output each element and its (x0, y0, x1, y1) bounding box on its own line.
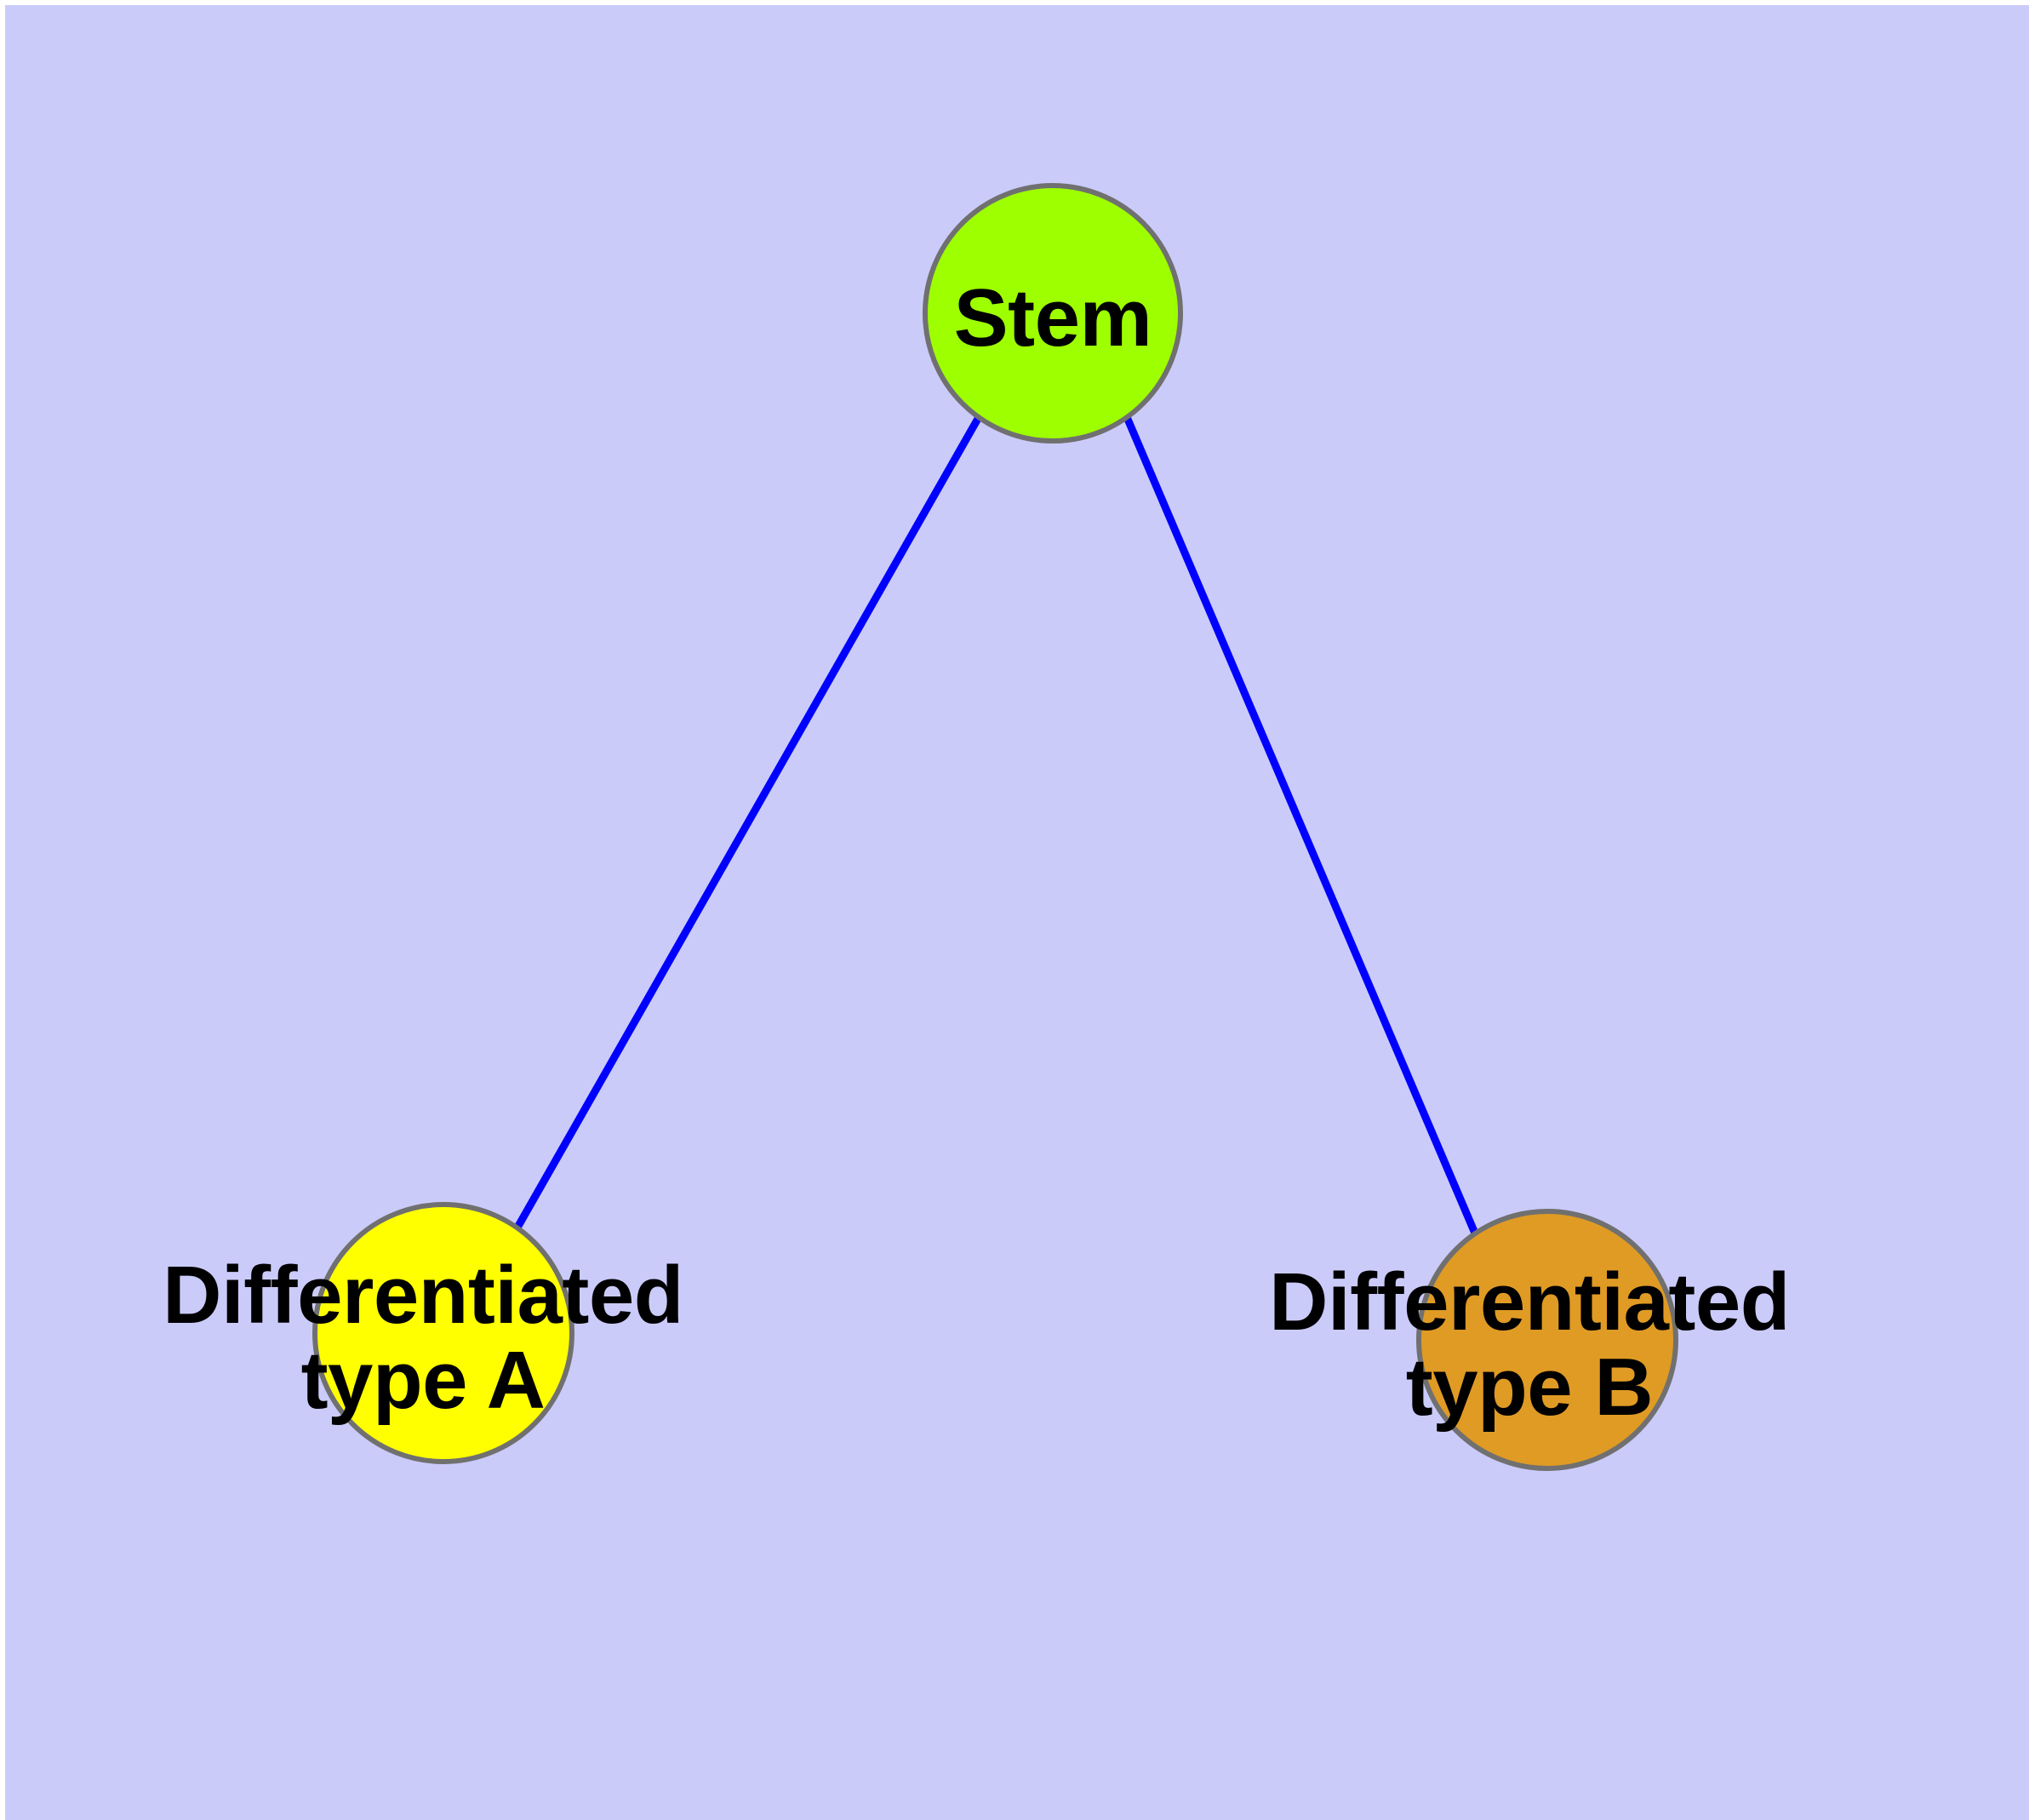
node-layer (312, 183, 1678, 1471)
node-diff-a[interactable] (312, 1202, 574, 1464)
edge-layer (514, 415, 1480, 1237)
node-stem[interactable] (923, 183, 1183, 444)
edge-stem-to-diff-a (514, 415, 982, 1230)
node-diff-b[interactable] (1416, 1209, 1678, 1471)
edge-stem-to-diff-b (1123, 415, 1480, 1237)
